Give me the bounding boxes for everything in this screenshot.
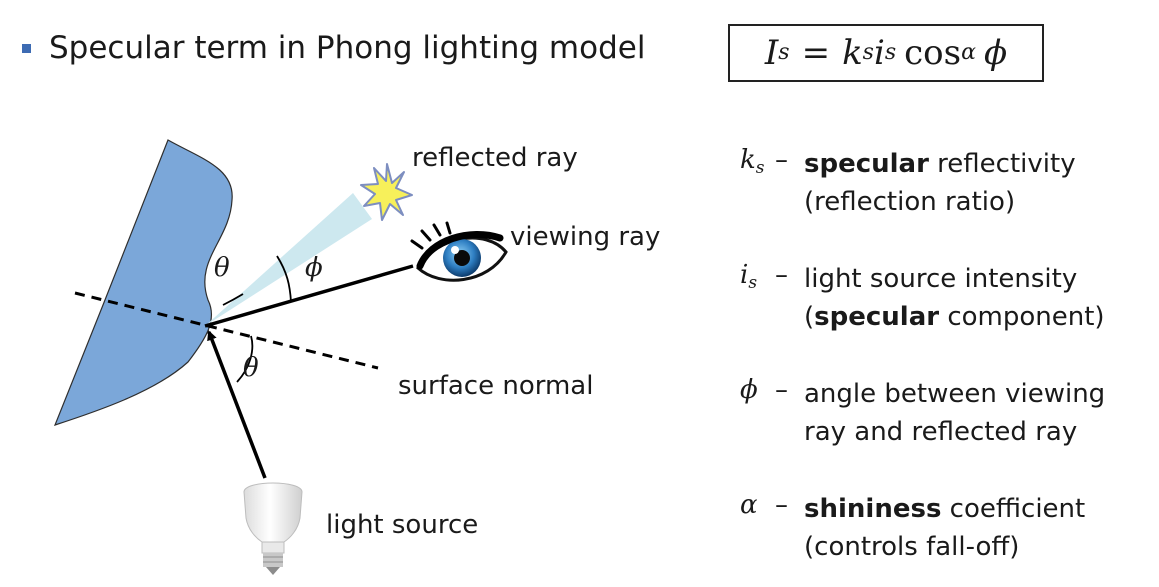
legend-symbol: ks (740, 145, 765, 178)
surface-normal-label: surface normal (398, 371, 594, 401)
legend-description: shininess coefficient (controls fall-off… (804, 494, 1086, 562)
legend-dash: – (775, 490, 788, 520)
formula-I: I (764, 33, 779, 73)
legend-description: light source intensity (specular compone… (804, 264, 1105, 332)
theta-lower-arc (236, 335, 254, 383)
light-source-label: light source (326, 510, 479, 540)
eye-icon (410, 221, 508, 282)
legend-symbol: is (740, 260, 758, 293)
legend-dash: – (775, 260, 788, 290)
phi-arc (276, 255, 292, 303)
surface-shape (53, 139, 233, 426)
star-icon (360, 163, 413, 221)
surface-normal-line (74, 291, 379, 370)
incident-ray-line (207, 330, 267, 479)
reflection-cone (205, 193, 372, 326)
formula-equals: = (801, 33, 831, 73)
legend-symbol: ϕ (740, 375, 758, 405)
formula-i: i (873, 33, 885, 73)
formula-k: k (842, 33, 863, 73)
theta-lower-label: θ (243, 353, 259, 383)
formula-cos: cos (904, 33, 962, 73)
legend-symbol: α (740, 490, 758, 520)
phi-label: ϕ (305, 253, 323, 283)
theta-upper-label: θ (214, 253, 230, 283)
theta-upper-arc (222, 293, 244, 306)
viewing-ray-label: viewing ray (510, 222, 661, 252)
light-bulb-icon (243, 482, 303, 575)
viewing-ray-line (204, 264, 414, 328)
reflected-ray-label: reflected ray (412, 143, 578, 173)
bullet-icon (22, 43, 31, 53)
legend-description: angle between viewing ray and reflected … (804, 379, 1106, 447)
legend-description: specular reflectivity (reflection ratio) (804, 149, 1076, 217)
title-row: Specular term in Phong lighting model (22, 30, 645, 66)
legend-dash: – (775, 145, 788, 175)
slide-title: Specular term in Phong lighting model (49, 30, 646, 66)
legend-dash: – (775, 375, 788, 405)
formula-phi: ϕ (983, 33, 1008, 73)
phong-diagram (53, 139, 508, 575)
